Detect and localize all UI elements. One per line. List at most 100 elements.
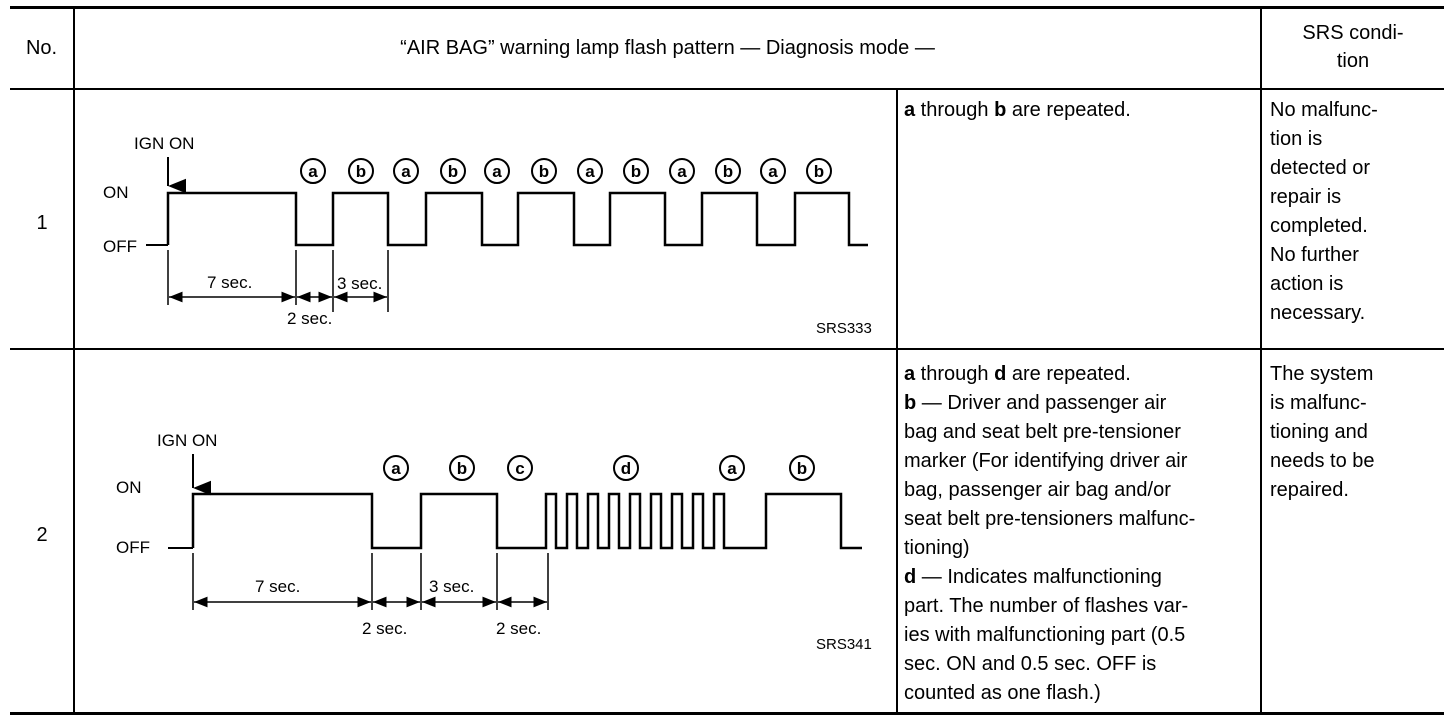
marker-circle [719, 455, 745, 481]
marker-circle [484, 158, 510, 184]
row2-desc-d-key: d [904, 566, 917, 588]
marker-letter: a [401, 162, 411, 181]
table-top-rule [10, 6, 1444, 9]
row2-cond-line: needs to be [1270, 450, 1375, 472]
header-condition-line1: SRS condi- [1302, 22, 1404, 44]
row2-desc-through: through [915, 363, 995, 385]
row2-desc-b-line: tioning) [904, 537, 970, 559]
row2-desc-d-line: counted as one flash.) [904, 682, 1101, 704]
col-divider-condition [1260, 8, 1262, 714]
marker-letter: b [457, 459, 467, 478]
row1-cond-line: No further [1270, 244, 1359, 266]
marker-circle [669, 158, 695, 184]
row2-desc-d-text: — Indicates malfunctioning [916, 566, 1162, 588]
marker-circle [715, 158, 741, 184]
marker-circle [393, 158, 419, 184]
marker-circle [577, 158, 603, 184]
marker-letter: b [448, 162, 458, 181]
marker-letter: b [631, 162, 641, 181]
row2-desc-d: d [994, 363, 1007, 385]
marker-letter: d [621, 459, 631, 478]
row1-number: 1 [36, 212, 48, 234]
row2-condition: The system is malfunc- tioning and needs… [1270, 360, 1442, 505]
row2-description: a through d are repeated. b — Driver and… [904, 360, 1258, 708]
row2-number: 2 [36, 524, 48, 546]
row2-desc-d-line: d — Indicates malfunctioning [904, 563, 1258, 592]
header-pattern: “AIR BAG” warning lamp flash pattern — D… [400, 37, 935, 59]
row1-on-label: ON [103, 183, 129, 202]
header-condition-line2: tion [1336, 50, 1370, 72]
row2-ign-on-label: IGN ON [157, 431, 217, 450]
row2-cond-line: tioning and [1270, 421, 1368, 443]
marker-circle [348, 158, 374, 184]
row2-dim-7-label: 7 sec. [255, 577, 300, 596]
row2-flash-pattern-figure: IGN ON ON OFF a b c d a b 7 sec. 3 sec. 2 sec… [116, 431, 872, 653]
marker-circle [613, 455, 639, 481]
marker-letter: b [723, 162, 733, 181]
marker-letter: b [356, 162, 366, 181]
marker-circle [789, 455, 815, 481]
marker-circle [507, 455, 533, 481]
marker-letter: c [515, 459, 524, 478]
row2-desc-b-line: bag, passenger air bag and/or [904, 479, 1171, 501]
marker-letter: b [814, 162, 824, 181]
marker-letter: b [797, 459, 807, 478]
marker-letter: a [727, 459, 737, 478]
header-no: No. [25, 37, 58, 59]
row2-desc-d-line: part. The number of flashes var- [904, 595, 1189, 617]
marker-circle [623, 158, 649, 184]
marker-circle [449, 455, 475, 481]
row1-bottom-rule [10, 348, 1444, 350]
row1-desc-a: a [904, 99, 916, 121]
row2-dim-3-label: 3 sec. [429, 577, 474, 596]
row2-desc-b-line: bag and seat belt pre-tensioner [904, 421, 1181, 443]
row2-off-label: OFF [116, 538, 150, 557]
table-bottom-rule [10, 712, 1444, 715]
marker-letter: b [539, 162, 549, 181]
marker-letter: a [492, 162, 502, 181]
row2-dim-2b-label: 2 sec. [496, 619, 541, 638]
row2-figure-code: SRS341 [816, 636, 872, 653]
row1-waveform [166, 191, 868, 247]
row2-cond-line: repaired. [1270, 479, 1349, 501]
row2-cond-line: is malfunc- [1270, 392, 1367, 414]
row1-desc-rest: are repeated. [1006, 99, 1131, 121]
marker-circle [760, 158, 786, 184]
row2-desc-line-repeat: a through d are repeated. [904, 360, 1258, 389]
header-bottom-rule [10, 88, 1444, 90]
row1-cond-line: No malfunc- [1270, 99, 1378, 121]
row1-desc-b: b [994, 99, 1007, 121]
marker-letter: a [585, 162, 595, 181]
row1-cond-line: detected or [1270, 157, 1371, 179]
row1-cond-line: completed. [1270, 215, 1368, 237]
row2-desc-b-key: b [904, 392, 917, 414]
row1-description: a through b are repeated. [904, 96, 1258, 125]
marker-letter: a [677, 162, 687, 181]
row1-dim-2-label: 2 sec. [287, 309, 332, 328]
row1-ign-on-label: IGN ON [134, 134, 194, 153]
row2-desc-b-text: — Driver and passenger air [916, 392, 1167, 414]
row1-cond-line: repair is [1270, 186, 1342, 208]
row2-on-label: ON [116, 478, 142, 497]
row1-condition: No malfunc- tion is detected or repair i… [1270, 96, 1442, 328]
row2-desc-b-line: b — Driver and passenger air [904, 389, 1258, 418]
row1-desc-through: through [915, 99, 995, 121]
marker-circle [531, 158, 557, 184]
row2-dim-2a-label: 2 sec. [362, 619, 407, 638]
row1-cond-line: action is [1270, 273, 1344, 295]
marker-circle [440, 158, 466, 184]
col-divider-no [73, 8, 75, 714]
col-divider-figure [896, 89, 898, 714]
row2-desc-b-line: marker (For identifying driver air [904, 450, 1188, 472]
row1-off-label: OFF [103, 237, 137, 256]
row1-dim-3-label: 3 sec. [337, 274, 382, 293]
row1-cond-line: tion is [1270, 128, 1323, 150]
row2-desc-b-line: seat belt pre-tensioners malfunc- [904, 508, 1196, 530]
row2-cond-line: The system [1270, 363, 1374, 385]
row2-desc-d-line: sec. ON and 0.5 sec. OFF is [904, 653, 1157, 675]
marker-letter: a [391, 459, 401, 478]
marker-letter: a [308, 162, 318, 181]
row1-dim-7-label: 7 sec. [207, 273, 252, 292]
